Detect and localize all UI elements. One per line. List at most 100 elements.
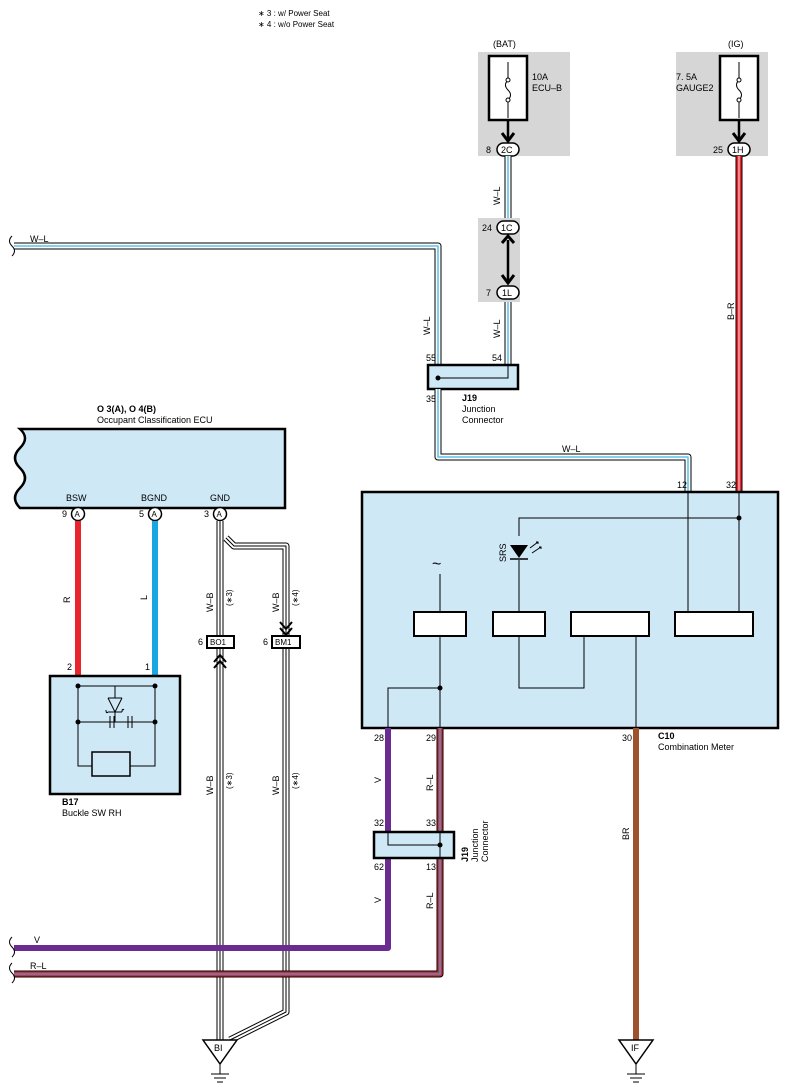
fuse-bat-supply: (BAT) (493, 39, 516, 49)
svg-text:V: V (34, 935, 40, 945)
buckle-code: B17 (62, 797, 79, 807)
svg-text:V: V (373, 897, 383, 903)
svg-text:1C: 1C (501, 223, 513, 233)
svg-text:Connector: Connector (480, 820, 490, 862)
svg-text:W–B: W–B (271, 775, 281, 795)
svg-text:R–L: R–L (425, 774, 435, 791)
note-power-seat: ∗ 3 : w/ Power Seat (258, 9, 330, 18)
svg-text:9: 9 (62, 509, 67, 519)
svg-text:B–R: B–R (726, 302, 736, 320)
ground-bi (201, 1039, 239, 1066)
ecu-terminal-bgnd: BGND (141, 493, 168, 503)
svg-text:(∗4): (∗4) (291, 589, 300, 606)
svg-text:29: 29 (426, 733, 436, 743)
svg-text:R: R (62, 596, 72, 603)
svg-text:5: 5 (139, 509, 144, 519)
svg-text:W–B: W–B (271, 592, 281, 612)
svg-text:BI: BI (214, 1043, 223, 1053)
svg-text:J19: J19 (462, 393, 477, 403)
svg-text:33: 33 (426, 818, 436, 828)
svg-text:A: A (152, 510, 158, 519)
svg-text:30: 30 (622, 733, 632, 743)
svg-text:32: 32 (726, 480, 736, 490)
svg-text:V: V (373, 777, 383, 783)
wire-rl (14, 728, 444, 978)
svg-text:1L: 1L (502, 288, 512, 298)
wire-wb-4 (223, 535, 290, 1044)
wire-v (14, 728, 391, 951)
occupant-classification-ecu (13, 427, 287, 510)
meter-block-mid (570, 611, 650, 637)
fuse-ig-rating: 7. 5A (676, 72, 697, 82)
svg-text:(∗4): (∗4) (291, 772, 300, 789)
svg-text:W–B: W–B (205, 775, 215, 795)
buckle-switch-internal (77, 685, 156, 777)
svg-text:SRS: SRS (498, 543, 508, 562)
combination-meter (360, 490, 780, 730)
meter-code: C10 (658, 731, 675, 741)
svg-text:(∗3): (∗3) (225, 772, 234, 789)
svg-text:Connector: Connector (462, 415, 504, 425)
fuse-bat-rating: 10A (532, 72, 548, 82)
svg-text:L: L (139, 595, 149, 600)
fuse-bat-name: ECU–B (532, 83, 562, 93)
wire-wl-meter (434, 389, 692, 492)
ecu-terminal-bsw: BSW (66, 493, 87, 503)
svg-text:A: A (217, 510, 223, 519)
meter-tilde: ~ (432, 556, 441, 573)
fuse-ig-name: GAUGE2 (676, 83, 714, 93)
wire-wl-left (14, 242, 442, 365)
svg-text:6: 6 (263, 637, 268, 647)
svg-text:2: 2 (67, 662, 72, 672)
svg-text:R–L: R–L (30, 961, 47, 971)
svg-text:62: 62 (374, 862, 384, 872)
fuse-ig-supply: (IG) (728, 39, 744, 49)
meter-block-right (674, 611, 754, 637)
connector-1l (496, 285, 520, 300)
svg-text:35: 35 (426, 394, 436, 404)
svg-text:W–L: W–L (30, 234, 49, 244)
svg-text:3: 3 (204, 509, 209, 519)
svg-text:8: 8 (486, 145, 491, 155)
ground-if (617, 1039, 655, 1066)
svg-text:W–B: W–B (205, 592, 215, 612)
svg-text:1H: 1H (732, 145, 744, 155)
svg-text:BM1: BM1 (275, 638, 292, 647)
svg-text:W–L: W–L (422, 316, 432, 335)
meter-block-gauge (413, 611, 467, 637)
svg-text:12: 12 (677, 480, 687, 490)
svg-text:R–L: R–L (425, 892, 435, 909)
meter-block-srs (492, 611, 546, 637)
svg-text:25: 25 (713, 145, 723, 155)
svg-text:Junction: Junction (470, 828, 480, 862)
svg-text:24: 24 (482, 223, 492, 233)
svg-text:28: 28 (374, 733, 384, 743)
ecu-name: Occupant Classification ECU (97, 415, 213, 425)
connector-bo1 (206, 635, 235, 649)
junction-connector-top (426, 363, 520, 391)
meter-internal (387, 492, 740, 728)
svg-text:BO1: BO1 (210, 638, 227, 647)
svg-text:55: 55 (426, 353, 436, 363)
note-no-power-seat: ∗ 4 : w/o Power Seat (258, 20, 335, 29)
svg-text:J19: J19 (460, 847, 470, 862)
svg-text:54: 54 (492, 353, 502, 363)
svg-text:W–L: W–L (492, 319, 502, 338)
ecu-terminal-gnd: GND (210, 493, 231, 503)
svg-text:(∗3): (∗3) (225, 589, 234, 606)
buckle-name: Buckle SW RH (62, 808, 122, 818)
meter-name: Combination Meter (658, 742, 734, 752)
svg-text:BR: BR (621, 827, 631, 840)
ecu-code: O 3(A), O 4(B) (97, 404, 156, 414)
svg-text:13: 13 (426, 862, 436, 872)
svg-text:7: 7 (486, 288, 491, 298)
svg-text:1: 1 (145, 662, 150, 672)
svg-text:W–L: W–L (562, 444, 581, 454)
svg-text:W–L: W–L (492, 186, 502, 205)
srs-led-icon (510, 541, 542, 560)
svg-text:32: 32 (374, 818, 384, 828)
svg-text:Junction: Junction (462, 404, 496, 414)
svg-text:2C: 2C (501, 145, 513, 155)
svg-text:A: A (75, 510, 81, 519)
